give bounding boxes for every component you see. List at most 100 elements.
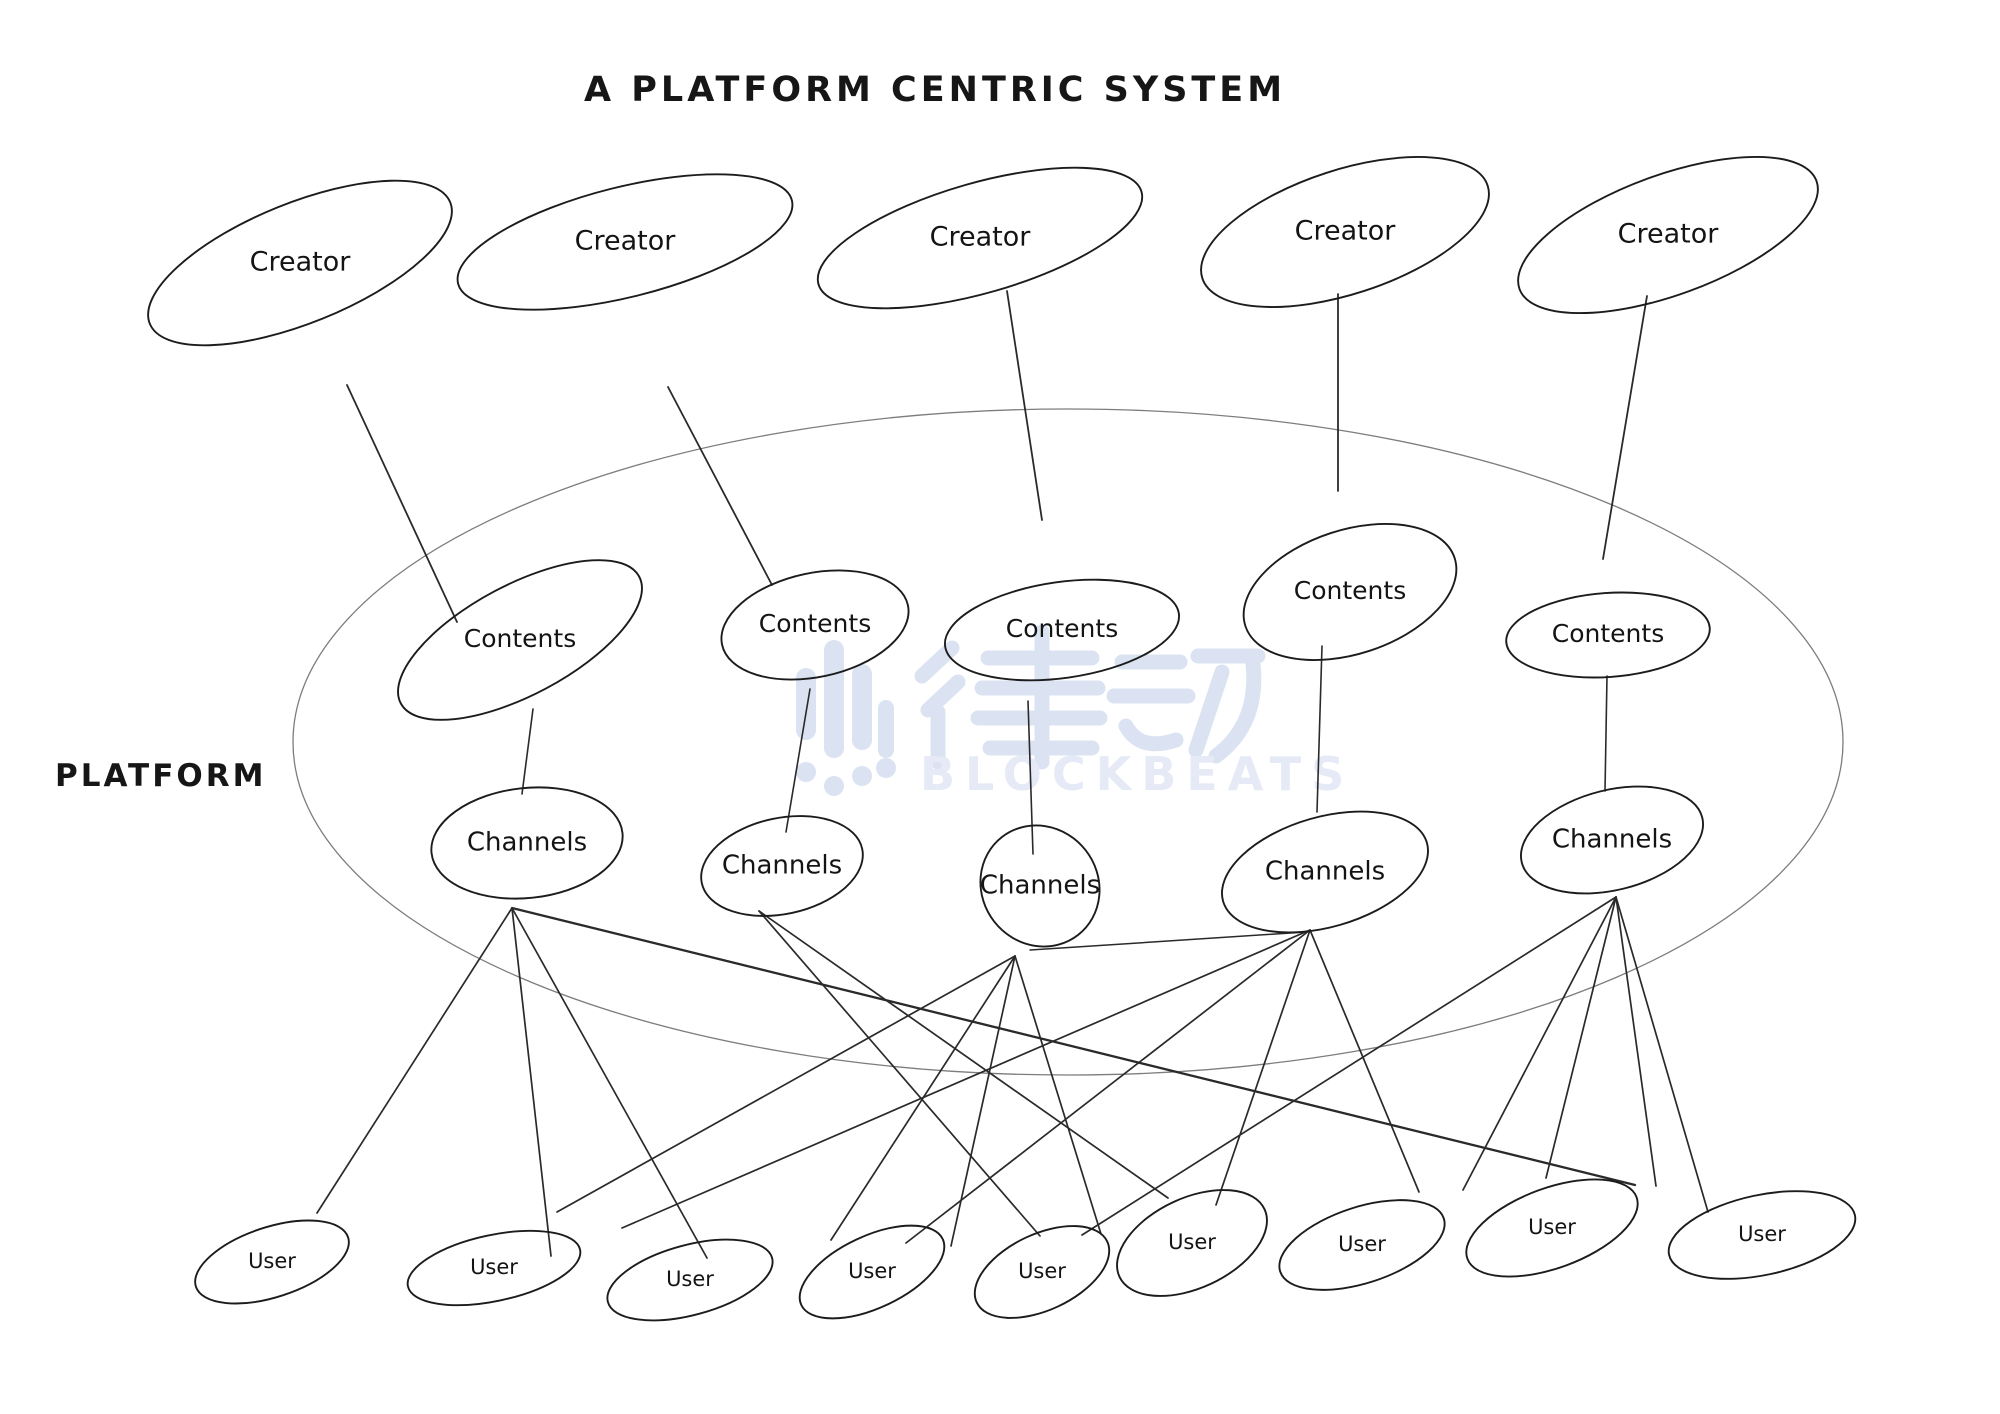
watermark-bar — [796, 668, 816, 740]
channels-ellipse — [1221, 810, 1429, 934]
creator-node: Creator — [816, 166, 1144, 310]
edge-creator-contents — [667, 386, 773, 586]
contents-ellipse — [944, 578, 1180, 682]
edge-creator-contents — [1602, 295, 1648, 560]
watermark-dot — [824, 776, 844, 796]
user-label: User — [248, 1249, 296, 1273]
user-node: User — [973, 1225, 1111, 1319]
user-ellipse — [406, 1229, 582, 1307]
contents-ellipse — [1505, 591, 1711, 679]
edge-channels-users — [511, 907, 708, 1259]
channels-label: Channels — [722, 851, 842, 881]
channels-ellipse — [1520, 785, 1704, 895]
watermark-brand-text: BLOCKBEATS — [920, 747, 1354, 801]
edge-channels-users — [758, 910, 1041, 1237]
user-label: User — [1738, 1222, 1786, 1246]
edge-channels-users — [1014, 955, 1102, 1235]
contents-node: Contents — [720, 569, 910, 681]
edge-creator-contents — [1006, 290, 1043, 521]
watermark-dot — [876, 758, 896, 778]
edge-channels-users — [510, 906, 1637, 1187]
edge-contents-channels — [785, 688, 811, 833]
contents-label: Contents — [464, 624, 576, 653]
edge-channels-users — [1462, 896, 1617, 1191]
creator-node: Creator — [147, 179, 453, 347]
channels-ellipse — [979, 824, 1101, 948]
edge-channels-users — [1615, 896, 1709, 1213]
creator-ellipse — [816, 166, 1144, 310]
edge-channels-users — [1029, 931, 1307, 951]
creator-label: Creator — [250, 247, 352, 278]
user-node: User — [1667, 1190, 1857, 1280]
edge-channels-users — [1545, 896, 1617, 1179]
contents-ellipse — [1242, 522, 1458, 662]
platform-label: PLATFORM — [55, 758, 267, 794]
user-node: User — [606, 1238, 774, 1322]
watermark-cjk-stroke — [1118, 718, 1184, 752]
edge-channels-users — [950, 955, 1016, 1247]
contents-ellipse — [397, 559, 643, 721]
edge-channels-users — [758, 910, 1169, 1199]
edge-creator-contents — [346, 384, 458, 623]
edge-contents-channels — [1027, 700, 1034, 855]
watermark-soundbars-icon — [796, 640, 896, 796]
user-ellipse — [1278, 1199, 1446, 1291]
user-label: User — [848, 1259, 896, 1283]
connector-lines — [316, 290, 1709, 1259]
creator-node: Creator — [456, 173, 794, 311]
channels-node: Channels — [430, 786, 624, 900]
channels-ellipse — [430, 786, 624, 900]
watermark-cjk-stroke — [1208, 648, 1262, 764]
contents-label: Contents — [1006, 614, 1118, 643]
page-title: A PLATFORM CENTRIC SYSTEM — [583, 70, 1287, 110]
creator-label: Creator — [1618, 219, 1720, 250]
creator-label: Creator — [1295, 216, 1397, 247]
watermark-bar — [852, 664, 872, 750]
creator-node: Creator — [1517, 155, 1819, 315]
watermark-dot — [852, 766, 872, 786]
edge-channels-users — [316, 907, 513, 1214]
contents-node: Contents — [397, 559, 643, 721]
contents-node: Contents — [944, 578, 1180, 682]
user-ellipse — [973, 1225, 1111, 1319]
creator-ellipse — [147, 179, 453, 347]
channels-label: Channels — [1552, 825, 1672, 855]
watermark-bar — [878, 700, 894, 758]
watermark-cjk-stroke — [920, 674, 966, 718]
channels-label: Channels — [980, 871, 1100, 901]
user-label: User — [1018, 1259, 1066, 1283]
creator-ellipse — [1517, 155, 1819, 315]
user-ellipse — [194, 1219, 350, 1305]
user-ellipse — [1465, 1178, 1639, 1278]
user-label: User — [1338, 1232, 1386, 1256]
user-node: User — [406, 1229, 582, 1307]
creator-ellipse — [1200, 156, 1490, 308]
edge-contents-channels — [521, 708, 534, 795]
edge-contents-channels — [1316, 645, 1323, 813]
user-label: User — [1168, 1230, 1216, 1254]
contents-node: Contents — [1242, 522, 1458, 662]
user-ellipse — [606, 1238, 774, 1322]
contents-node: Contents — [1505, 591, 1711, 679]
creator-label: Creator — [575, 226, 677, 257]
user-ellipse — [798, 1224, 946, 1320]
user-ellipse — [1116, 1189, 1268, 1297]
watermark-cjk-stroke — [1188, 664, 1230, 758]
channels-ellipse — [700, 815, 864, 917]
contents-label: Contents — [1294, 576, 1406, 605]
edge-channels-users — [1309, 929, 1420, 1193]
user-label: User — [666, 1267, 714, 1291]
channels-node: Channels — [700, 815, 864, 917]
user-label: User — [1528, 1215, 1576, 1239]
platform-boundary-ellipse — [292, 408, 1844, 1076]
edge-channels-users — [556, 955, 1016, 1213]
creator-node: Creator — [1200, 156, 1490, 308]
edge-channels-users — [905, 929, 1311, 1244]
watermark-dot — [796, 762, 816, 782]
user-node: User — [1465, 1178, 1639, 1278]
edge-channels-users — [511, 907, 552, 1257]
contents-label: Contents — [759, 609, 871, 638]
